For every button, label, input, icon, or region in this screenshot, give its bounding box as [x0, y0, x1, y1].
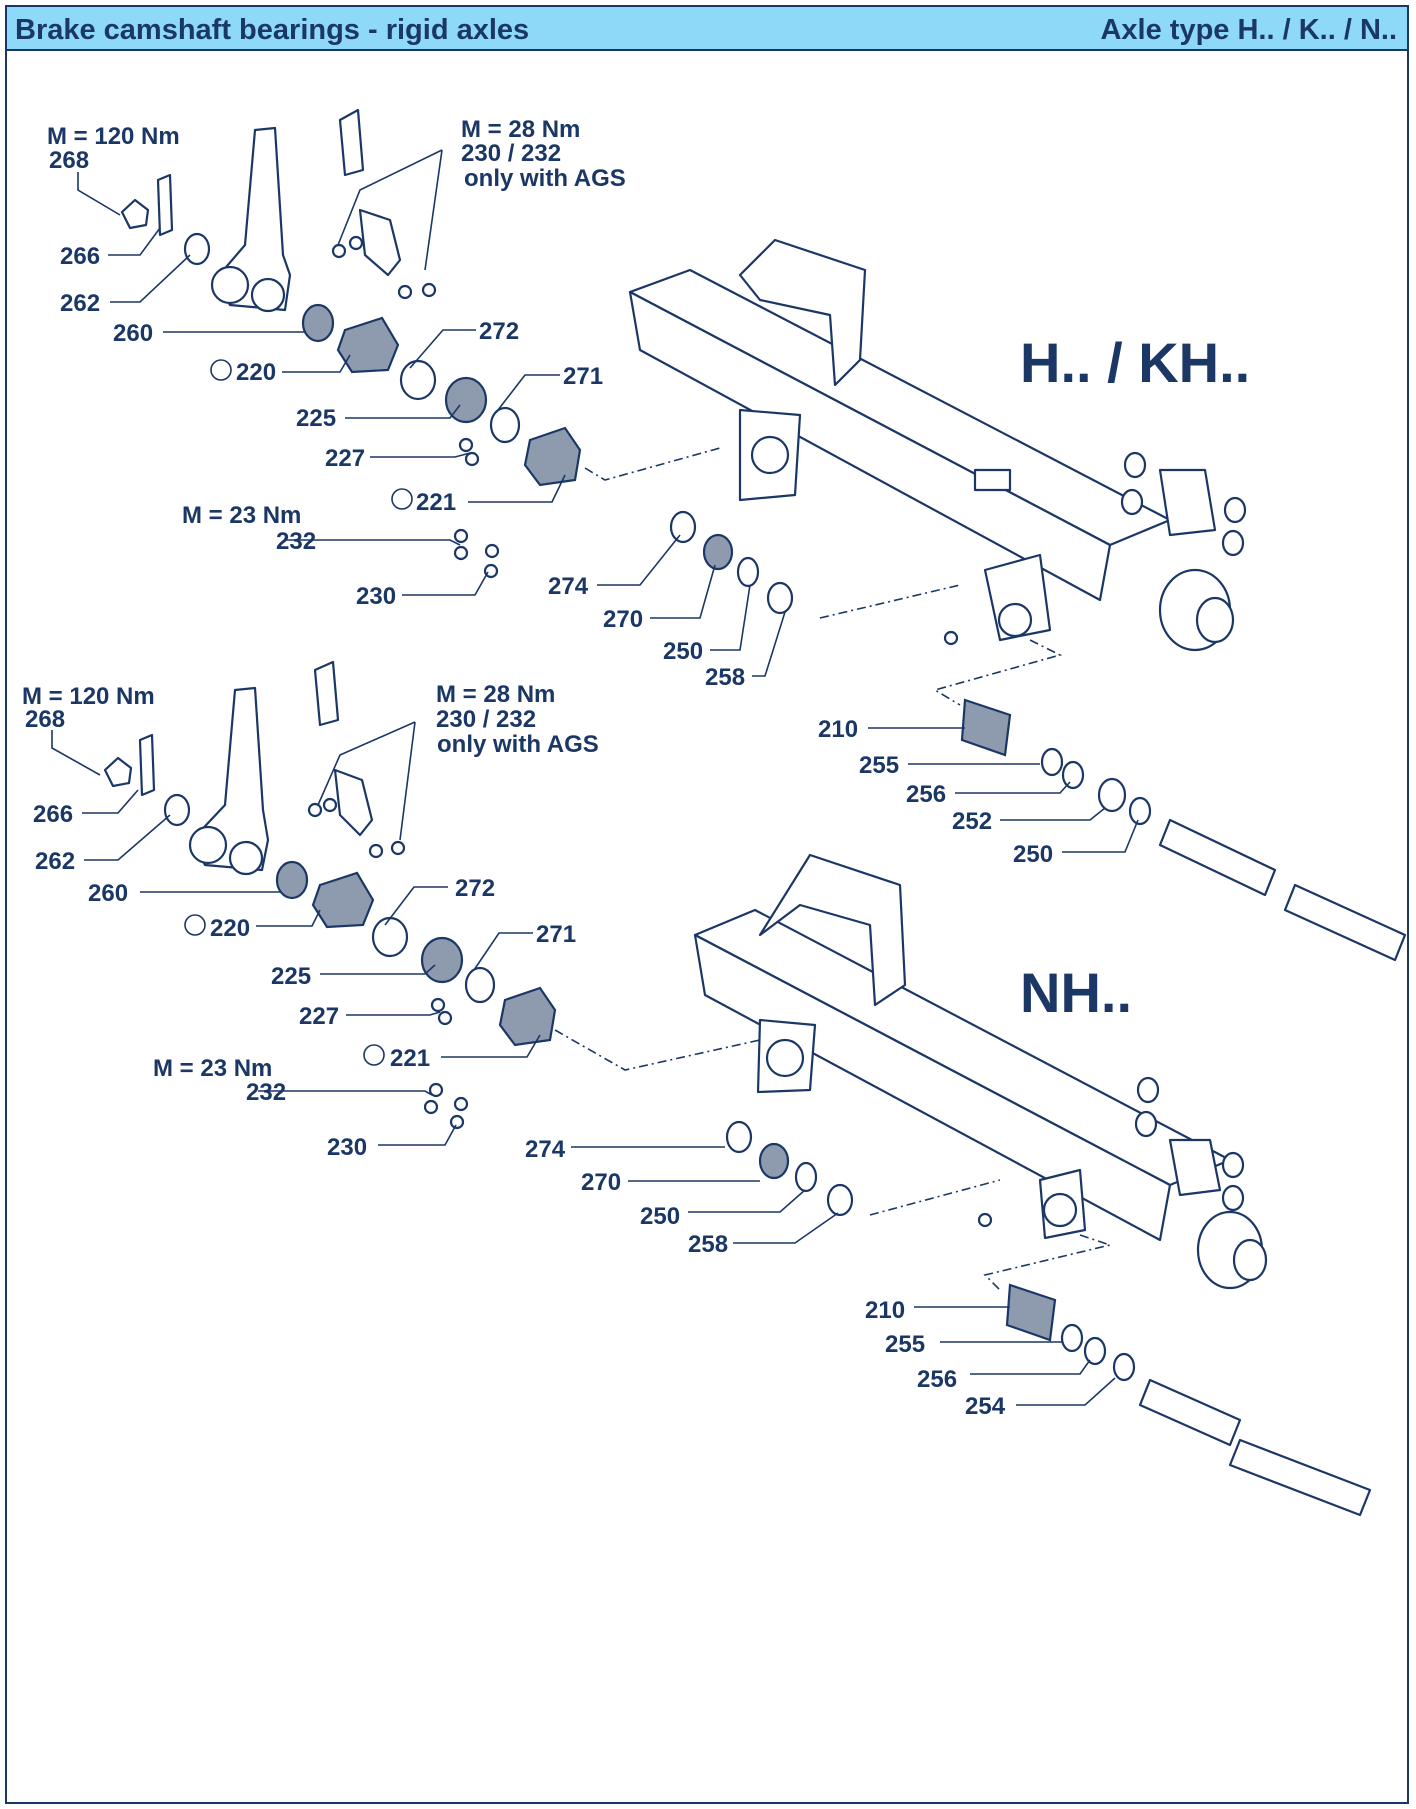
bottom-label-255: 255	[885, 1331, 925, 1358]
bottom-label-258: 258	[688, 1231, 728, 1258]
top-label-252: 252	[952, 808, 992, 835]
top-label-268: 268	[49, 147, 89, 174]
top-leaders	[77, 149, 1139, 853]
bottom-label-210: 210	[865, 1297, 905, 1324]
grease-icon	[391, 488, 413, 510]
top-label-225: 225	[296, 405, 336, 432]
top-label-220: 220	[236, 359, 276, 386]
bottom-label-220: 220	[210, 915, 250, 942]
bottom-assembly: NH..	[22, 660, 1372, 1517]
top-label-255: 255	[859, 752, 899, 779]
top-label-260: 260	[113, 320, 153, 347]
bottom-bolts: 230 / 232	[436, 706, 536, 733]
bottom-small-parts	[103, 733, 1372, 1517]
bottom-leaders	[51, 721, 1116, 1406]
bottom-dashed-lines	[554, 1029, 1113, 1291]
top-torque-nut: M = 120 Nm	[47, 123, 180, 150]
top-label-221: 221	[416, 489, 456, 516]
bottom-label-268: 268	[25, 706, 65, 733]
grease-icon	[210, 359, 232, 381]
top-label-262: 262	[60, 290, 100, 317]
top-label-258: 258	[705, 664, 745, 691]
top-slack-adjuster	[210, 108, 365, 313]
bottom-only-ags: only with AGS	[437, 731, 599, 758]
bottom-label-262: 262	[35, 848, 75, 875]
bottom-label-266: 266	[33, 801, 73, 828]
top-label-270: 270	[603, 606, 643, 633]
top-labels: M = 120 Nm 268 266 262 260 220 272 225 2…	[47, 116, 1053, 868]
top-label-274: 274	[548, 573, 589, 600]
bottom-label-221: 221	[390, 1045, 430, 1072]
top-label-230: 230	[356, 583, 396, 610]
axle-types: Axle type H.. / K.. / N..	[1100, 14, 1397, 46]
top-small-parts	[120, 173, 1407, 962]
bottom-torque-nut: M = 120 Nm	[22, 683, 155, 710]
page-title: Brake camshaft bearings - rigid axles	[15, 14, 530, 46]
bottom-label-254: 254	[965, 1393, 1006, 1420]
top-heading: H.. / KH..	[1020, 331, 1250, 394]
bottom-label-230: 230	[327, 1134, 367, 1161]
top-axle-rings	[1120, 451, 1247, 557]
bottom-label-260: 260	[88, 880, 128, 907]
top-label-227: 227	[325, 445, 365, 472]
bottom-heading: NH..	[1020, 961, 1132, 1024]
top-label-266: 266	[60, 243, 100, 270]
top-bolts: 230 / 232	[461, 140, 561, 167]
grease-icon	[363, 1044, 385, 1066]
bottom-label-271: 271	[536, 921, 576, 948]
grease-icon	[184, 914, 206, 936]
top-label-250b: 250	[1013, 841, 1053, 868]
top-label-250: 250	[663, 638, 703, 665]
top-assembly: H.. / KH..	[47, 108, 1407, 962]
bottom-label-225: 225	[271, 963, 311, 990]
top-label-256: 256	[906, 781, 946, 808]
bottom-axle-rings	[1134, 1076, 1245, 1212]
top-label-272: 272	[479, 318, 519, 345]
bottom-label-250: 250	[640, 1203, 680, 1230]
top-label-210: 210	[818, 716, 858, 743]
bottom-label-232: 232	[246, 1079, 286, 1106]
bottom-torque-23: M = 23 Nm	[153, 1055, 272, 1082]
page-header: Brake camshaft bearings - rigid axles Ax…	[7, 7, 1407, 51]
bottom-labels: M = 120 Nm 268 266 262 260 220 272 225 2…	[22, 681, 1006, 1420]
top-axle-beam	[628, 238, 1235, 652]
top-dashed-lines	[584, 447, 1063, 706]
top-torque-23: M = 23 Nm	[182, 502, 301, 529]
bottom-slack-adjuster	[188, 660, 340, 876]
top-label-232: 232	[276, 528, 316, 555]
top-label-271: 271	[563, 363, 603, 390]
top-torque-28: M = 28 Nm	[461, 116, 580, 143]
bottom-label-227: 227	[299, 1003, 339, 1030]
bottom-label-256: 256	[917, 1366, 957, 1393]
bottom-label-274: 274	[525, 1136, 566, 1163]
bottom-label-272: 272	[455, 875, 495, 902]
bottom-label-270: 270	[581, 1169, 621, 1196]
bottom-axle-beam	[693, 853, 1268, 1290]
page-frame	[5, 5, 1409, 1804]
bottom-torque-28: M = 28 Nm	[436, 681, 555, 708]
top-only-ags: only with AGS	[464, 165, 626, 192]
